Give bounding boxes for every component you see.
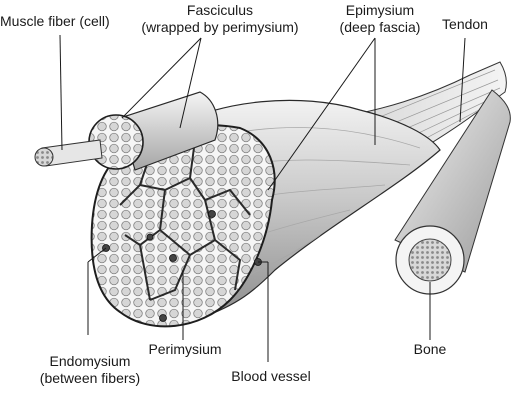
- blood-vessel-label: Blood vessel: [231, 368, 311, 384]
- tendon-label: Tendon: [442, 16, 488, 32]
- perimysium-label: Perimysium: [148, 341, 222, 357]
- muscle-fiber-label: Muscle fiber (cell): [0, 13, 110, 29]
- muscle-striations: [199, 127, 421, 281]
- fasciculus-label: Fasciculus (wrapped by perimysium): [141, 2, 299, 35]
- muscle-cross-section: [90, 124, 276, 328]
- epimysium-label: Epimysium (deep fascia): [339, 2, 421, 35]
- fasciculus-bundle: [119, 91, 219, 171]
- muscle-fiber-end: [34, 147, 54, 167]
- bone-label: Bone: [413, 341, 447, 357]
- leader-lines: [59, 34, 466, 362]
- endomysium-label: Endomysium (between fibers): [39, 353, 141, 386]
- bone-marrow: [408, 238, 452, 282]
- tendon-fibers: [359, 69, 501, 166]
